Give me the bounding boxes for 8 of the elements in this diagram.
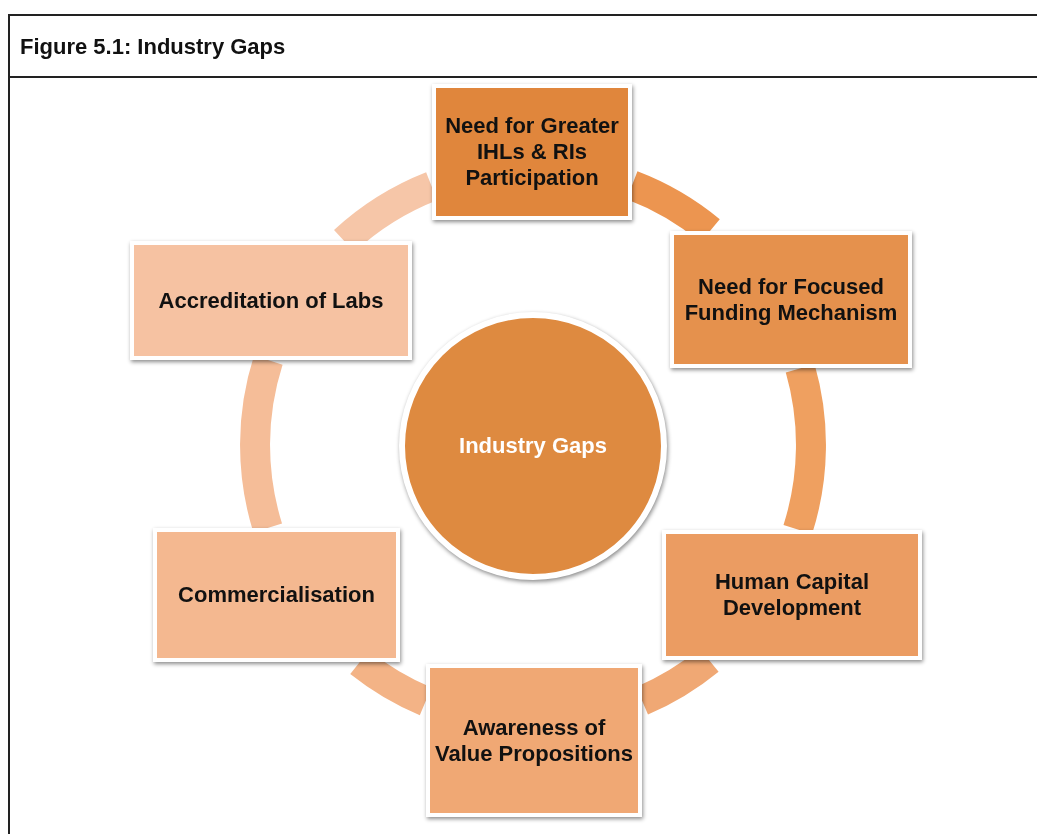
node-label: Awareness of Value Propositions — [433, 713, 634, 768]
node-label: Industry Gaps — [458, 432, 608, 460]
node-label: Accreditation of Labs — [157, 286, 385, 315]
node-label: Need for Greater IHLs & RIs Participation — [444, 112, 620, 192]
node-label: Human Capital Development — [714, 568, 870, 622]
node-label: Commercialisation — [177, 581, 376, 609]
node-label: Need for Focused Funding Mechanism — [683, 272, 899, 327]
figure-title: Figure 5.1: Industry Gaps — [20, 34, 286, 60]
